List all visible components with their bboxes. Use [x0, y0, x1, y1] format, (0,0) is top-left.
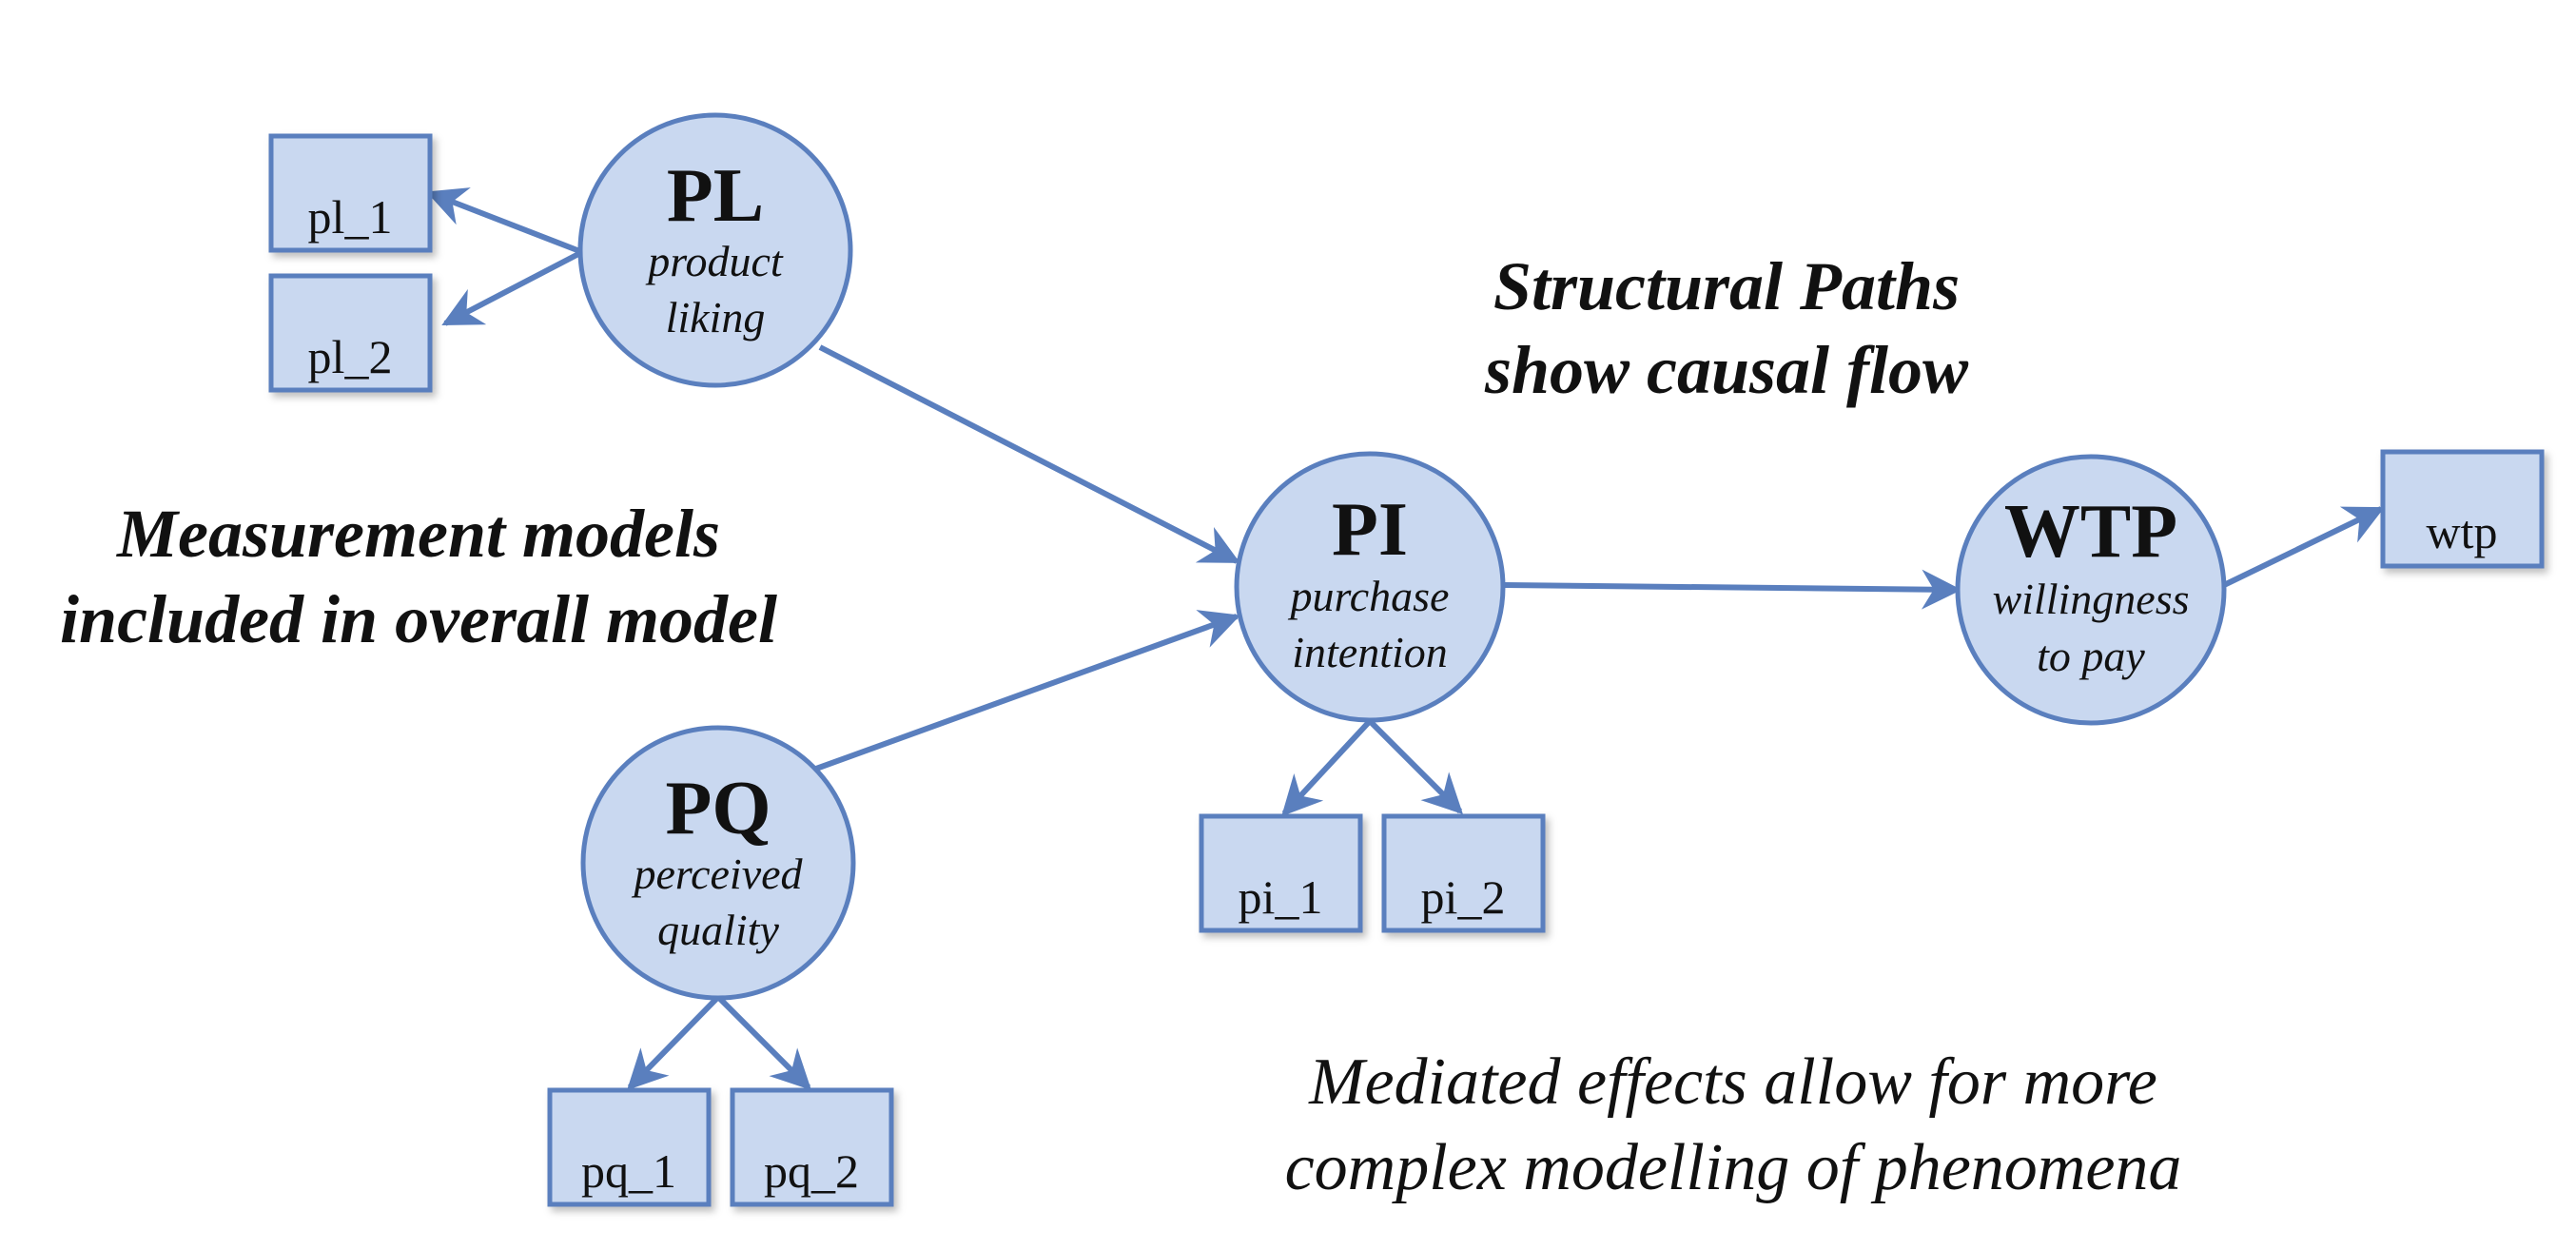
- indicator-label: wtp: [2427, 505, 2498, 558]
- indicator-box: [268, 273, 433, 393]
- latent-abbr: PL: [667, 154, 764, 238]
- indicator-pl_1: pl_1: [268, 133, 433, 253]
- indicator-box: [2380, 449, 2545, 569]
- annotation-line1: Structural Paths: [1493, 248, 1960, 324]
- indicator-wtp: wtp: [2380, 449, 2545, 569]
- arrow-pq-to-pq_1: [627, 994, 721, 1091]
- annotation-line1: Mediated effects allow for more: [1308, 1045, 2157, 1119]
- indicator-box: [547, 1087, 712, 1207]
- annotation-line2: complex modelling of phenomena: [1285, 1131, 2182, 1204]
- indicator-pl_2: pl_2: [268, 273, 433, 393]
- indicator-pq_1: pq_1: [547, 1087, 712, 1207]
- annotation-line2: show causal flow: [1484, 332, 1969, 408]
- latent-pi: PI purchase intention: [1234, 451, 1506, 723]
- indicator-box: [730, 1087, 894, 1207]
- latent-circle: [1234, 451, 1506, 723]
- latent-circle: [1955, 454, 2227, 726]
- arrow-pi-to-pi_2: [1367, 718, 1463, 814]
- latent-desc-line2: to pay: [2037, 632, 2145, 680]
- arrow-pq-to-pi: [814, 610, 1240, 771]
- latent-circle: [577, 112, 853, 388]
- indicator-pi_1: pi_1: [1199, 813, 1363, 933]
- latent-pl: PL product liking: [577, 112, 853, 388]
- annotation-mediated-effects: Mediated effects allow for more complex …: [1285, 1045, 2182, 1204]
- indicator-label: pl_1: [308, 190, 393, 244]
- indicator-pq_2: pq_2: [730, 1087, 894, 1207]
- indicator-label: pl_2: [308, 330, 393, 383]
- arrow-wtp-to-wtp-indicator: [2222, 506, 2385, 588]
- indicator-label: pi_2: [1421, 870, 1506, 924]
- latent-desc-line1: product: [645, 237, 784, 285]
- arrow-pl-to-pl_1: [426, 187, 584, 255]
- edges: [426, 187, 2385, 1091]
- latent-circle: [580, 725, 856, 1001]
- latent-desc-line2: quality: [657, 906, 779, 954]
- annotation-line2: included in overall model: [60, 581, 777, 657]
- indicator-box: [1199, 813, 1363, 933]
- arrow-pi-to-wtp: [1504, 569, 1962, 610]
- indicator-label: pq_2: [764, 1144, 859, 1198]
- annotation-measurement-models: Measurement models included in overall m…: [60, 496, 777, 657]
- latent-wtp: WTP willingness to pay: [1955, 454, 2227, 726]
- arrow-pq-to-pq_2: [715, 994, 811, 1090]
- latent-abbr: PI: [1332, 488, 1408, 572]
- arrow-pl-to-pi: [818, 344, 1240, 564]
- latent-desc-line1: purchase: [1288, 572, 1450, 620]
- latent-pq: PQ perceived quality: [580, 725, 856, 1001]
- arrow-pi-to-pi_1: [1281, 718, 1373, 817]
- indicator-label: pq_1: [581, 1144, 676, 1198]
- indicator-label: pi_1: [1239, 870, 1323, 924]
- arrow-pl-to-pl_2: [441, 249, 584, 326]
- latent-abbr: PQ: [665, 767, 771, 850]
- indicator-box: [268, 133, 433, 253]
- indicator-pi_2: pi_2: [1381, 813, 1546, 933]
- latent-desc-line1: perceived: [631, 850, 803, 898]
- latent-abbr: WTP: [2004, 490, 2177, 574]
- indicator-box: [1381, 813, 1546, 933]
- annotation-line1: Measurement models: [116, 496, 720, 572]
- latent-desc-line2: intention: [1292, 628, 1448, 676]
- latent-desc-line2: liking: [666, 293, 766, 342]
- annotation-structural-paths: Structural Paths show causal flow: [1484, 248, 1969, 408]
- latent-desc-line1: willingness: [1992, 575, 2189, 623]
